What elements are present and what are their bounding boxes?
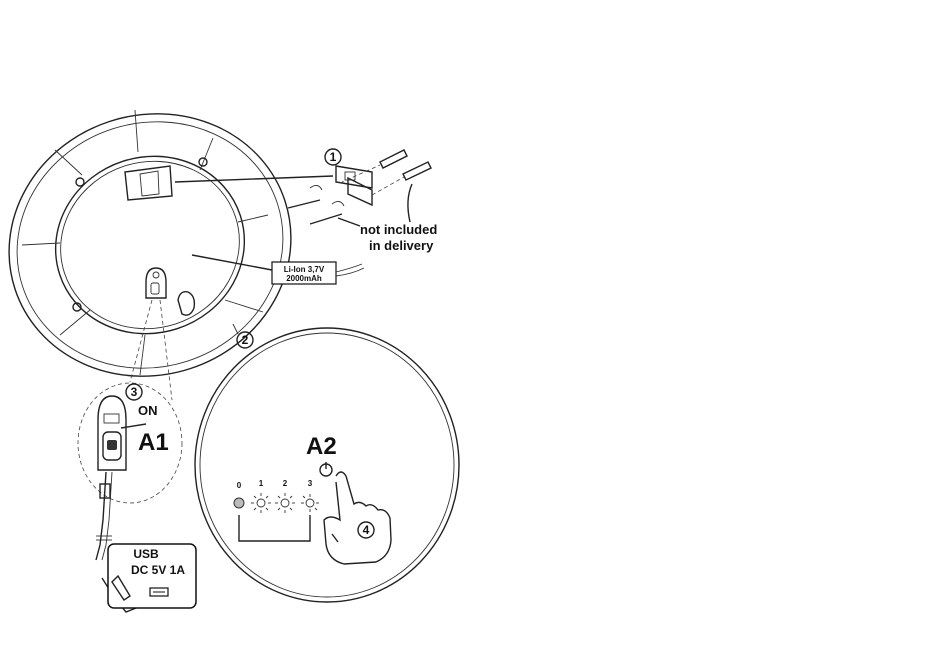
battery-label: Li-Ion 3,7V 2000mAh [272, 262, 364, 284]
cable-grommet [178, 292, 194, 315]
step-4-badge: 4 [358, 522, 374, 538]
level-1-label: 1 [259, 479, 264, 488]
step-4-number: 4 [363, 523, 370, 537]
level-2-led-icon [275, 493, 295, 513]
battery-line1: Li-Ion 3,7V [284, 265, 325, 274]
switch-recess [146, 268, 166, 298]
level-1-led-icon [251, 493, 271, 513]
level-0-led-icon [234, 498, 244, 508]
usb-power-adapter: USB DC 5V 1A [108, 544, 196, 608]
step-2-number: 2 [242, 333, 249, 347]
note-arrow-screw [338, 218, 360, 226]
step-3-number: 3 [131, 385, 138, 399]
power-button-ref: A2 [306, 433, 337, 460]
screws [288, 185, 344, 224]
battery-arrow [192, 255, 272, 270]
cycle-arrow [239, 515, 310, 541]
front-panel [195, 328, 459, 602]
wall-bracket [336, 166, 372, 205]
switch-ref: A1 [138, 429, 169, 456]
battery-line2: 2000mAh [286, 274, 322, 283]
usb-spec-label: DC 5V 1A [131, 563, 185, 577]
wall-plugs [340, 150, 431, 195]
lamp-back-housing [0, 77, 325, 412]
step-2-badge: 2 [237, 332, 253, 348]
note-arrow-plug [408, 184, 412, 222]
usb-label: USB [133, 547, 159, 561]
brightness-levels: 0 1 2 3 [234, 479, 319, 541]
level-2-label: 2 [283, 479, 288, 488]
step-1-badge: 1 [325, 149, 341, 165]
step-1-number: 1 [330, 150, 337, 164]
not-included-line2: in delivery [369, 238, 434, 253]
step-3-badge: 3 [126, 384, 142, 400]
mount-arrow [175, 176, 333, 182]
switch-detail-callout: ON A1 [78, 383, 182, 503]
switch-on-label: ON [138, 403, 158, 418]
level-0-label: 0 [237, 481, 242, 490]
power-icon [320, 462, 332, 476]
pressing-hand-icon [324, 472, 391, 564]
mounting-slot [125, 166, 172, 200]
not-included-line1: not included [360, 222, 437, 237]
level-3-led-icon [301, 494, 319, 512]
level-3-label: 3 [308, 479, 313, 488]
